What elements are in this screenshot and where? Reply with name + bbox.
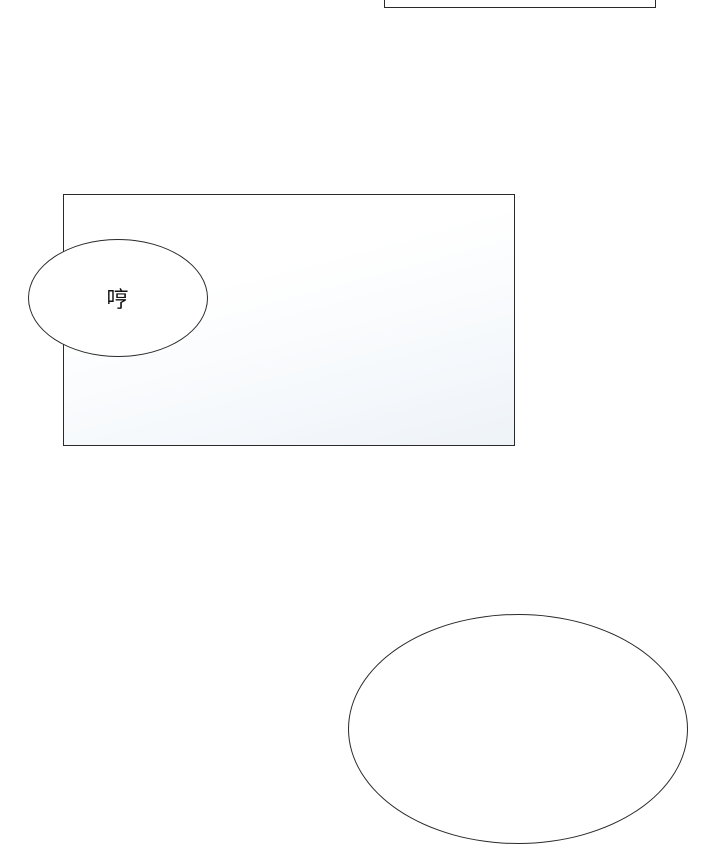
top-comic-panel: [384, 0, 656, 8]
bottom-speech-bubble: [348, 614, 688, 844]
speech-bubble-text: 哼: [106, 288, 130, 313]
speech-bubble: 哼: [28, 239, 208, 357]
